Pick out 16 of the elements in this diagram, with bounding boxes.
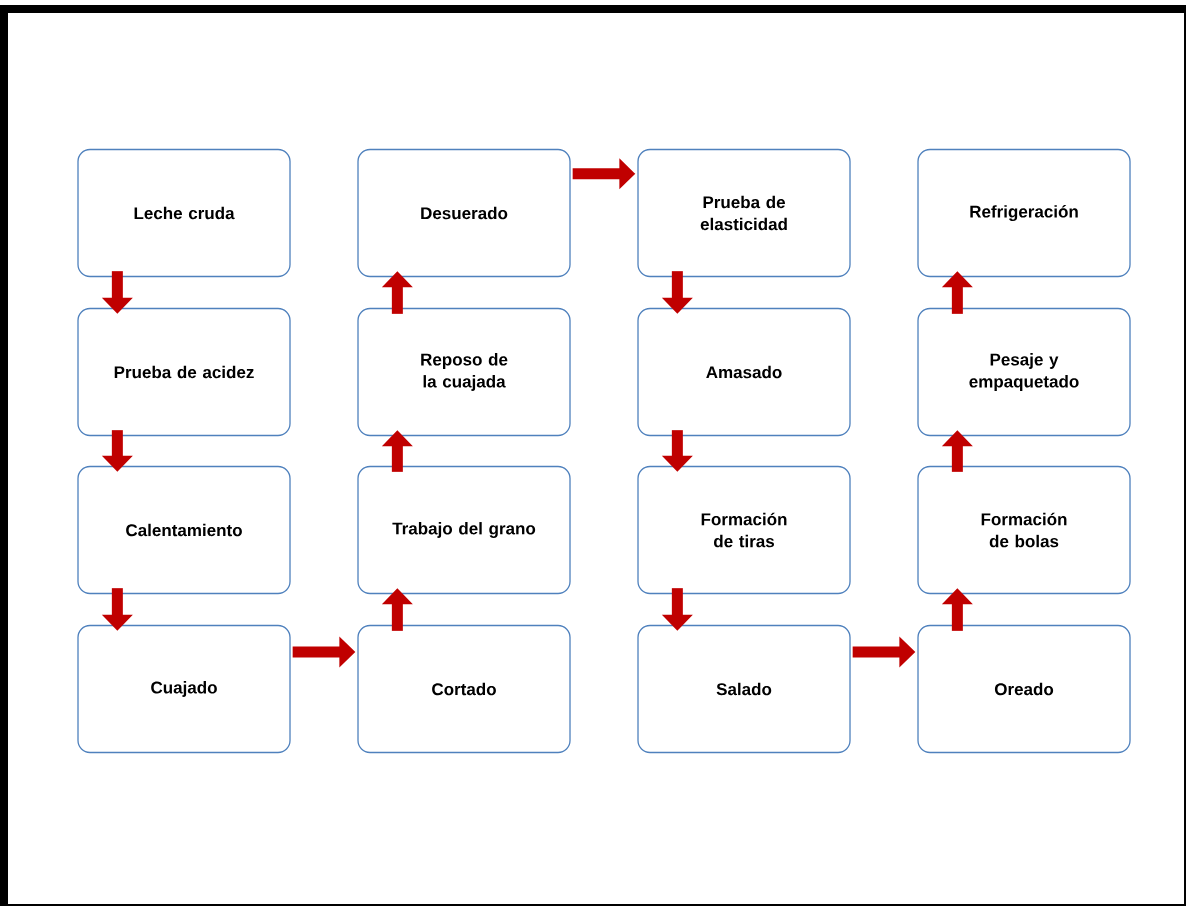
process-box: Salado: [637, 624, 851, 754]
process-box: Leche cruda: [77, 148, 291, 278]
process-box: Prueba de acidez: [77, 307, 291, 437]
process-box: Prueba de elasticidad: [637, 148, 851, 278]
process-box: Calentamiento: [77, 465, 291, 595]
process-box: Oreado: [917, 624, 1131, 754]
process-box: Amasado: [637, 307, 851, 437]
process-box: Cortado: [357, 624, 571, 754]
process-box: Pesaje y empaquetado: [917, 307, 1131, 437]
process-box: Desuerado: [357, 148, 571, 278]
process-box: Refrigeración: [917, 148, 1131, 278]
process-box: Formación de tiras: [637, 465, 851, 595]
process-box: Cuajado: [77, 624, 291, 754]
process-box: Trabajo del grano: [357, 465, 571, 595]
process-box: Reposo de la cuajada: [357, 307, 571, 437]
process-box: Formación de bolas: [917, 465, 1131, 595]
